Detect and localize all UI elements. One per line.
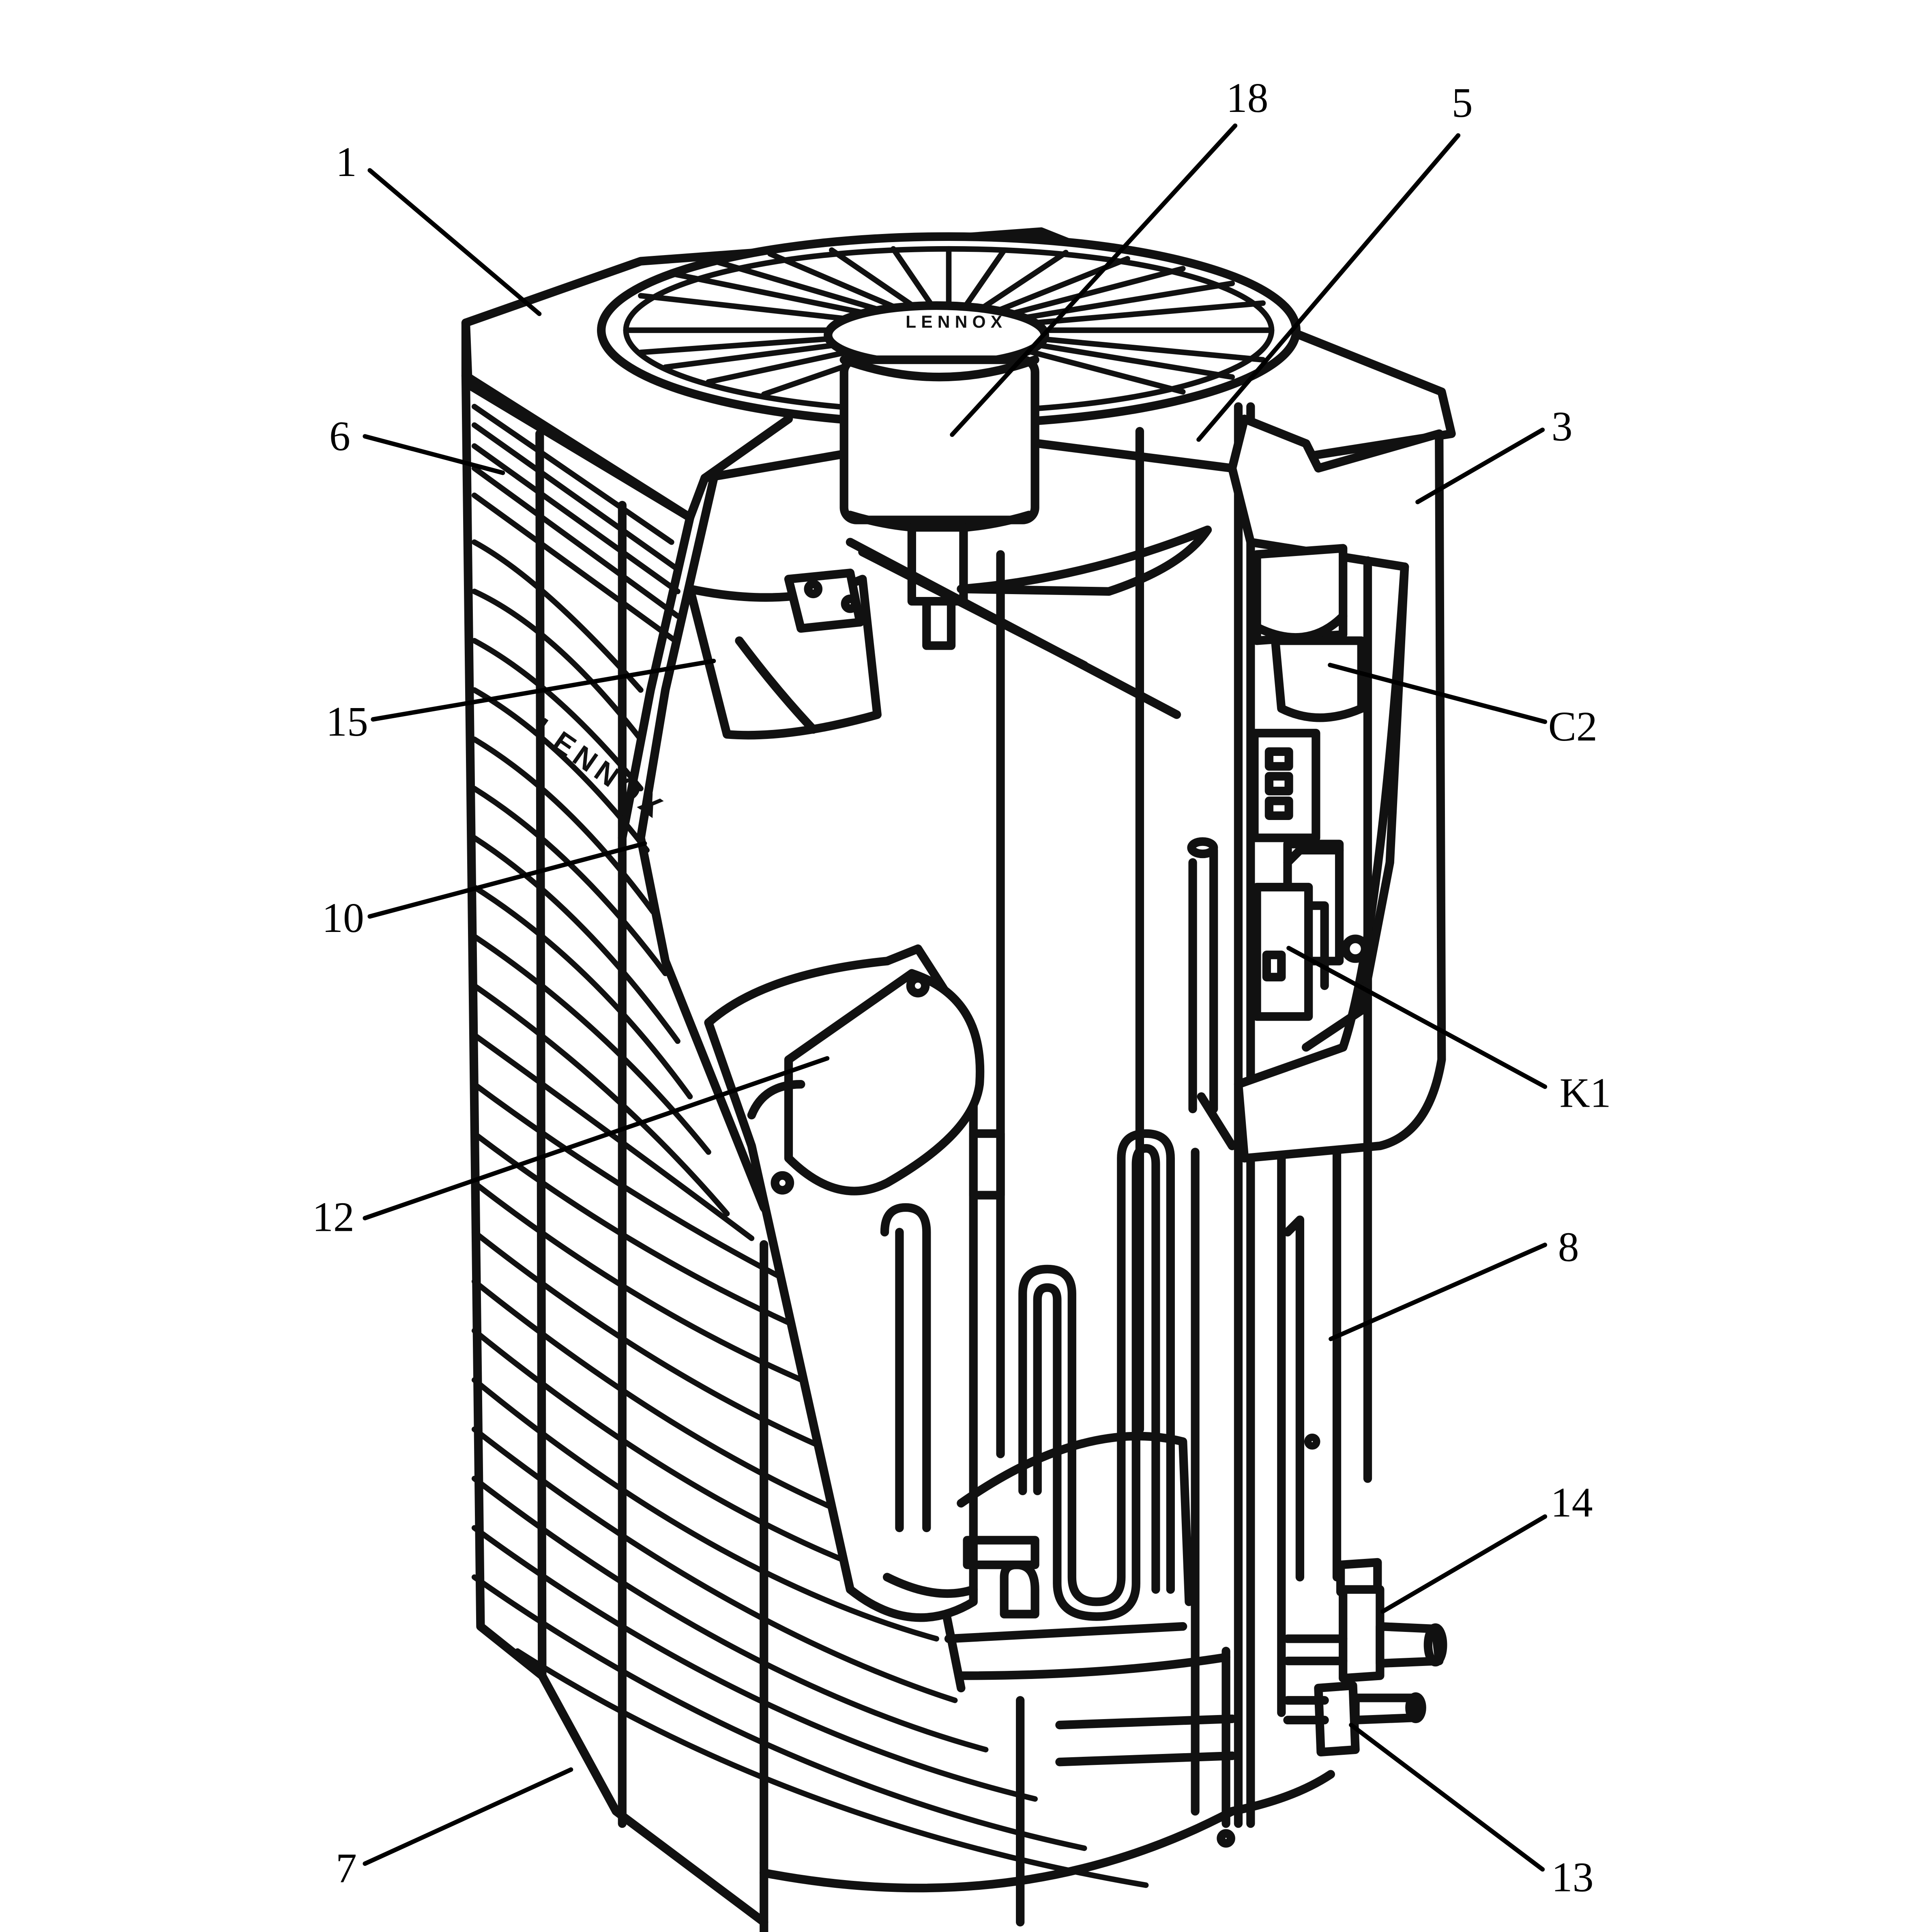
- callout-K1: K1: [1560, 1070, 1611, 1116]
- callout-12: 12: [312, 1194, 354, 1241]
- callout-1: 1: [336, 139, 357, 185]
- leader-8: [1329, 1243, 1548, 1342]
- leader-10: [367, 841, 647, 919]
- fan-grille: LENNOX: [597, 232, 1301, 428]
- fan-blades: [685, 525, 1212, 740]
- fan-motor: [839, 355, 1039, 650]
- grille-logo: LENNOX: [906, 312, 1007, 332]
- refrigerant-piping: [880, 837, 1236, 1621]
- leader-18: [950, 123, 1238, 437]
- leader-C2: [1328, 663, 1548, 724]
- leader-12: [363, 1056, 830, 1221]
- callout-15: 15: [326, 698, 368, 745]
- callout-14: 14: [1551, 1479, 1593, 1526]
- leader-7: [363, 1767, 573, 1866]
- leader-K1: [1286, 946, 1548, 1089]
- control-box: [1228, 414, 1446, 1483]
- leader-14: [1380, 1514, 1548, 1614]
- leader-6: [363, 434, 505, 475]
- leader-15: [371, 659, 716, 722]
- callout-5: 5: [1452, 79, 1473, 126]
- compressor: [704, 944, 1005, 1622]
- callout-8: 8: [1558, 1224, 1579, 1271]
- right-side-panel: [1191, 1148, 1342, 1828]
- callout-18: 18: [1226, 75, 1269, 121]
- callout-13: 13: [1552, 1854, 1594, 1901]
- leader-3: [1415, 427, 1545, 504]
- callout-7: 7: [336, 1845, 357, 1892]
- leader-lines: [363, 123, 1548, 1872]
- callout-C2: C2: [1548, 703, 1597, 750]
- callout-6: 6: [329, 413, 350, 459]
- base-pan: [760, 1432, 1335, 1893]
- leader-13: [1349, 1723, 1545, 1872]
- callout-10: 10: [322, 895, 364, 941]
- callout-3: 3: [1552, 403, 1573, 450]
- contactor: [1252, 882, 1370, 1021]
- leader-1: [367, 168, 542, 316]
- leader-5: [1196, 133, 1461, 442]
- capacitor: [1250, 544, 1366, 722]
- callout-labels: 1 18 5 3 6 15 C2 10 K1 12 8 14 7 13: [312, 75, 1611, 1901]
- service-valves: [1283, 1558, 1447, 1757]
- unit-illustration: LENNOX: [461, 227, 1456, 1932]
